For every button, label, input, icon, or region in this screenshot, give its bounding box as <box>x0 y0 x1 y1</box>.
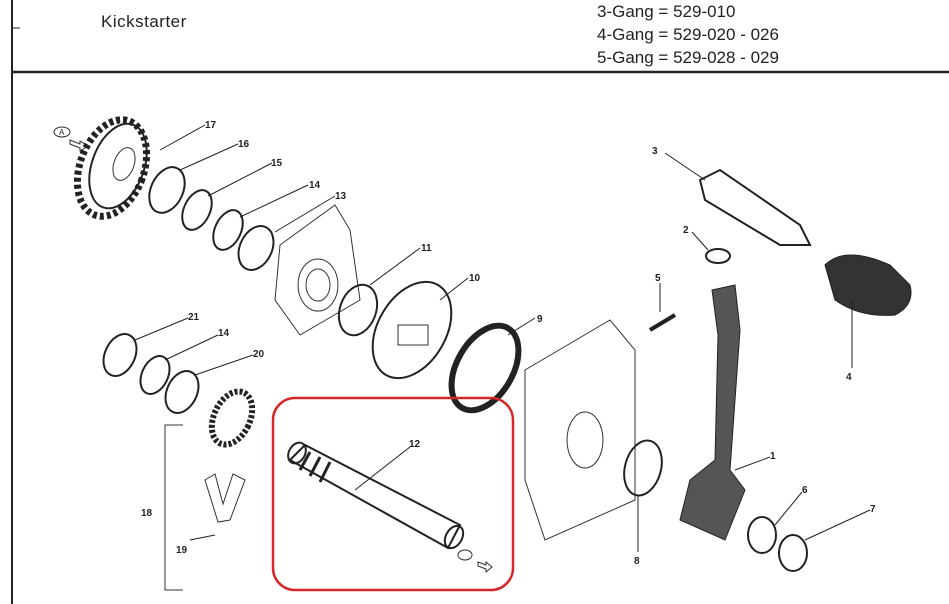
label-8: 8 <box>634 556 640 567</box>
page-title: Kickstarter <box>101 12 187 31</box>
part-15-circlip <box>181 189 213 231</box>
label-6: 6 <box>802 485 808 496</box>
label-7: 7 <box>870 504 876 515</box>
highlight-box-part-12 <box>271 396 515 592</box>
label-14-lower: 14 <box>218 328 230 339</box>
part-20-washer <box>164 370 200 414</box>
label-19: 19 <box>176 545 188 556</box>
label-12: 12 <box>409 439 421 450</box>
label-18: 18 <box>141 508 153 519</box>
part-17-gear <box>73 116 151 220</box>
variant-list: 3-Gang = 529-010 4-Gang = 529-020 - 026 … <box>597 0 779 69</box>
cover-bore <box>566 411 604 469</box>
label-14: 14 <box>309 180 321 191</box>
part-2-washer <box>705 248 731 264</box>
view-marker-a-top: A <box>53 126 89 152</box>
label-5: 5 <box>655 273 661 284</box>
part-21-washer <box>102 333 138 377</box>
part-10-ratchet-plate <box>371 280 453 380</box>
label-21: 21 <box>188 312 200 323</box>
ratchet-gear <box>208 388 256 448</box>
label-13: 13 <box>335 191 347 202</box>
label-16: 16 <box>238 139 250 150</box>
variant-3-gang: 3-Gang = 529-010 <box>597 2 736 21</box>
part-3-kick-lever-head <box>698 168 812 246</box>
variant-4-gang: 4-Gang = 529-020 - 026 <box>597 25 779 44</box>
engine-cover <box>524 319 636 541</box>
label-9: 9 <box>537 314 543 325</box>
part-11-circlip <box>337 283 379 337</box>
view-marker-a-bottom <box>457 549 493 574</box>
part-5-pin <box>648 313 677 332</box>
variant-5-gang: 5-Gang = 529-028 - 029 <box>597 48 779 67</box>
part-16-washer <box>148 166 186 214</box>
label-15: 15 <box>271 158 283 169</box>
part-18-bracket <box>164 424 183 591</box>
label-1: 1 <box>770 451 776 462</box>
part-19-spring-clip <box>204 473 246 523</box>
label-11: 11 <box>421 243 432 254</box>
housing-cover <box>274 204 361 336</box>
label-2: 2 <box>683 225 689 236</box>
part-13-washer <box>237 225 275 271</box>
part-9-spring <box>448 322 522 414</box>
label-17: 17 <box>205 120 217 131</box>
svg-text:A: A <box>59 128 65 137</box>
part-12-kickstarter-shaft <box>287 441 465 550</box>
part-14-circlip-lower <box>139 355 171 395</box>
part-14-circlip <box>212 209 244 251</box>
leader-lines <box>134 124 871 552</box>
label-20: 20 <box>253 349 265 360</box>
label-4: 4 <box>846 372 852 383</box>
part-6-bushing <box>747 516 777 554</box>
part-7-seal <box>778 534 808 572</box>
part-1-kick-lever <box>679 284 746 541</box>
part-8-oil-seal <box>623 439 663 497</box>
label-10: 10 <box>469 273 481 284</box>
part-4-rubber-grip <box>824 254 912 316</box>
label-3: 3 <box>652 146 658 157</box>
